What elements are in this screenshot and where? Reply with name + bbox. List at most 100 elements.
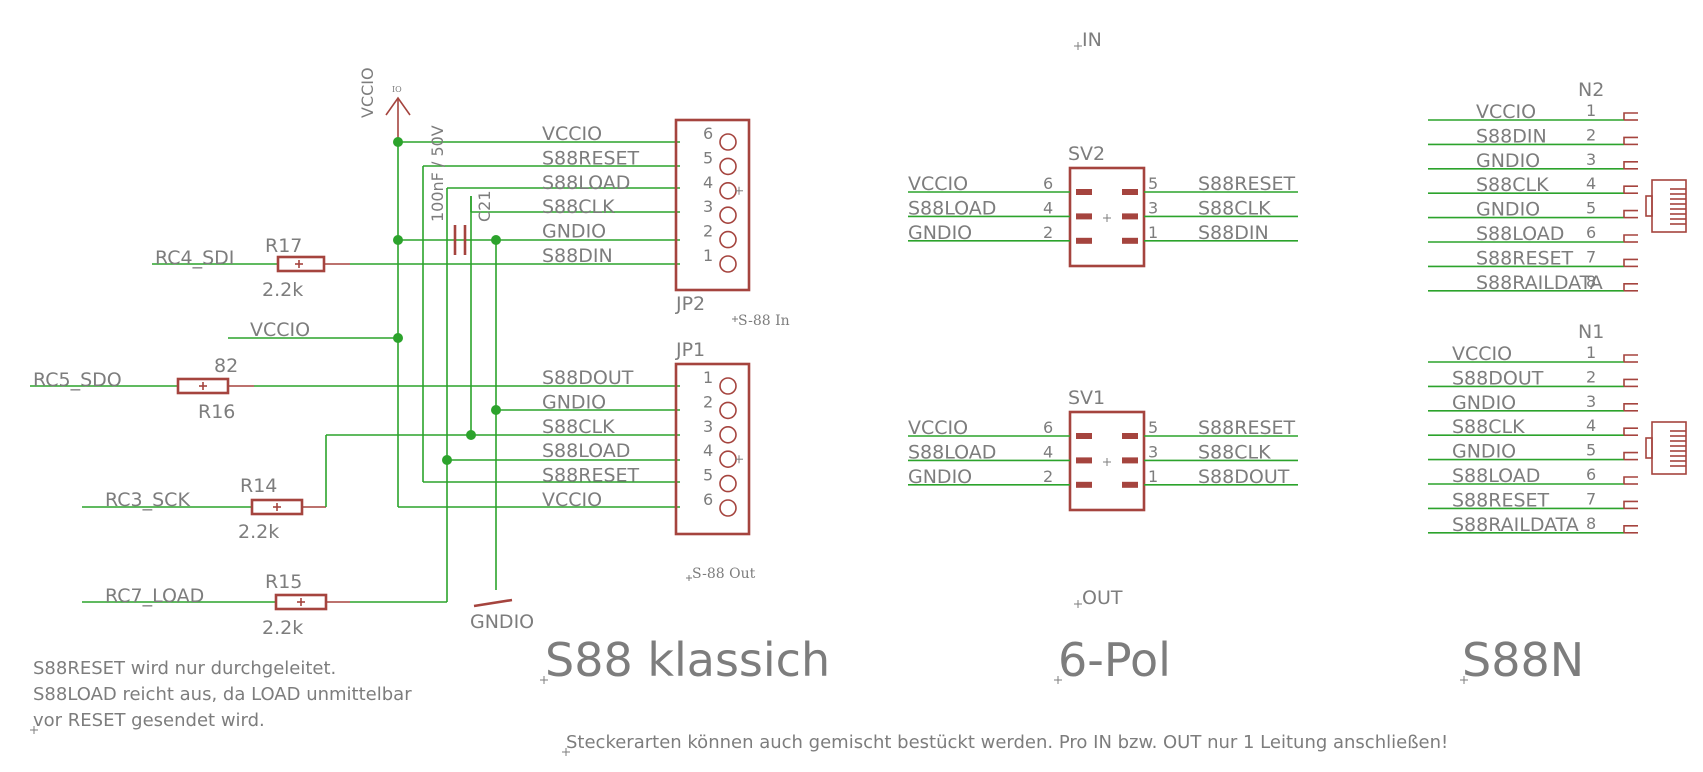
net-label: VCCIO: [1476, 101, 1536, 123]
pin-number: 4: [703, 173, 713, 192]
pin-number: 6: [1586, 223, 1596, 242]
pin-number: 3: [1586, 150, 1596, 169]
pin-number: 2: [703, 392, 713, 411]
pin-number: 5: [703, 466, 713, 485]
in-label: IN: [1082, 29, 1102, 51]
sv1-name: SV1: [1068, 387, 1105, 409]
pin-number: 8: [1586, 272, 1596, 291]
pin-number: 4: [1043, 198, 1053, 217]
pin-socket: [719, 474, 737, 493]
cap-value-label: 100nF / 50V: [428, 125, 447, 222]
net-label: S88RESET: [1452, 489, 1550, 511]
net-label: S88RESET: [542, 465, 640, 487]
net-label: VCCIO: [908, 173, 968, 195]
net-label: S88DOUT: [1452, 367, 1544, 389]
net-label: S88LOAD: [1452, 465, 1540, 487]
net-label: VCCIO: [542, 489, 602, 511]
pin-number: 2: [1043, 223, 1053, 242]
pin-number: 6: [703, 124, 713, 143]
net-label: S88DOUT: [542, 367, 634, 389]
jp2-name: JP2: [675, 293, 705, 315]
net-label: GNDIO: [542, 221, 606, 243]
pin-socket: [719, 255, 737, 273]
net-label: VCCIO: [1452, 343, 1512, 365]
pin-number: 1: [1148, 223, 1158, 242]
sv2-name: SV2: [1068, 143, 1105, 165]
pin-number: 1: [1148, 467, 1158, 486]
net-label: S88DOUT: [1198, 466, 1290, 488]
pin-number: 5: [1586, 441, 1596, 460]
rj45-icon: [1645, 179, 1687, 233]
pin-pad: [1076, 481, 1092, 488]
note-line-2: S88LOAD reicht aus, da LOAD unmittelbar: [33, 684, 412, 705]
rj45-icon: [1645, 421, 1687, 475]
io-label: IO: [392, 85, 402, 94]
pin-number: 2: [703, 222, 713, 241]
pin-socket: [719, 206, 737, 224]
net-label: S88RESET: [542, 147, 640, 169]
junction: [393, 137, 403, 147]
pin-socket: [719, 425, 737, 444]
note-klassisch: S88RESET wird nur durchgeleitet. S88LOAD…: [30, 658, 412, 734]
pin-number: 6: [703, 490, 713, 509]
net-label: S88LOAD: [542, 440, 630, 462]
title-klassisch: S88 klassich: [545, 633, 830, 687]
r16-net: RC5_SDO: [33, 369, 122, 391]
net-label: S88DIN: [1476, 125, 1547, 147]
pin-pad: [1076, 189, 1092, 195]
net-label: GNDIO: [542, 391, 606, 413]
net-label: S88CLK: [1198, 441, 1271, 463]
r15-value: 2.2k: [262, 617, 303, 639]
r14-net: RC3_SCK: [105, 489, 190, 511]
pin-socket: [719, 157, 737, 176]
net-label: S88LOAD: [542, 172, 630, 194]
net-label: S88RAILDATA: [1476, 272, 1603, 294]
pin-number: 5: [1586, 199, 1596, 218]
note-line-3: vor RESET gesendet wird.: [33, 710, 265, 731]
pin-number: 1: [703, 368, 713, 387]
pin-number: 3: [703, 417, 713, 436]
junction: [393, 235, 403, 245]
pin-number: 7: [1586, 247, 1596, 266]
pin-number: 4: [1043, 442, 1053, 461]
net-label: S88LOAD: [908, 197, 996, 219]
pin-pad: [1122, 457, 1138, 464]
n2-name: N2: [1578, 79, 1604, 101]
pin-number: 3: [1148, 198, 1158, 217]
net-label: S88CLK: [1476, 174, 1549, 196]
pin-number: 6: [1586, 465, 1596, 484]
resistor-r14: R14 2.2k RC3_SCK: [82, 435, 327, 543]
pin-number: 1: [1586, 343, 1596, 362]
r16-name: R16: [198, 401, 235, 423]
net-label: GNDIO: [908, 466, 972, 488]
pin-pad: [1122, 189, 1138, 195]
n1-name: N1: [1578, 321, 1604, 343]
net-label: S88LOAD: [1476, 223, 1564, 245]
resistor-r17: R17 2.2k RC4_SDI: [152, 235, 350, 301]
vccio-supply-symbol: VCCIO IO: [358, 67, 411, 142]
pin-number: 2: [1043, 467, 1053, 486]
net-label: S88LOAD: [908, 441, 996, 463]
jp1-caption: S-88 Out: [692, 566, 756, 582]
junction: [491, 235, 501, 245]
pin-number: 3: [1148, 442, 1158, 461]
net-label: GNDIO: [1452, 392, 1516, 414]
r17-name: R17: [265, 235, 302, 257]
pin-number: 7: [1586, 489, 1596, 508]
net-label: S88RESET: [1476, 247, 1574, 269]
pin-number: 3: [1586, 392, 1596, 411]
pin-number: 2: [1586, 125, 1596, 144]
pin-number: 1: [1586, 101, 1596, 120]
r15-name: R15: [265, 571, 302, 593]
section-klassisch: VCCIO IO 100nF / 50V C21: [30, 67, 830, 734]
r17-value: 2.2k: [262, 279, 303, 301]
r14-name: R14: [240, 475, 277, 497]
pin-number: 5: [1148, 418, 1158, 437]
